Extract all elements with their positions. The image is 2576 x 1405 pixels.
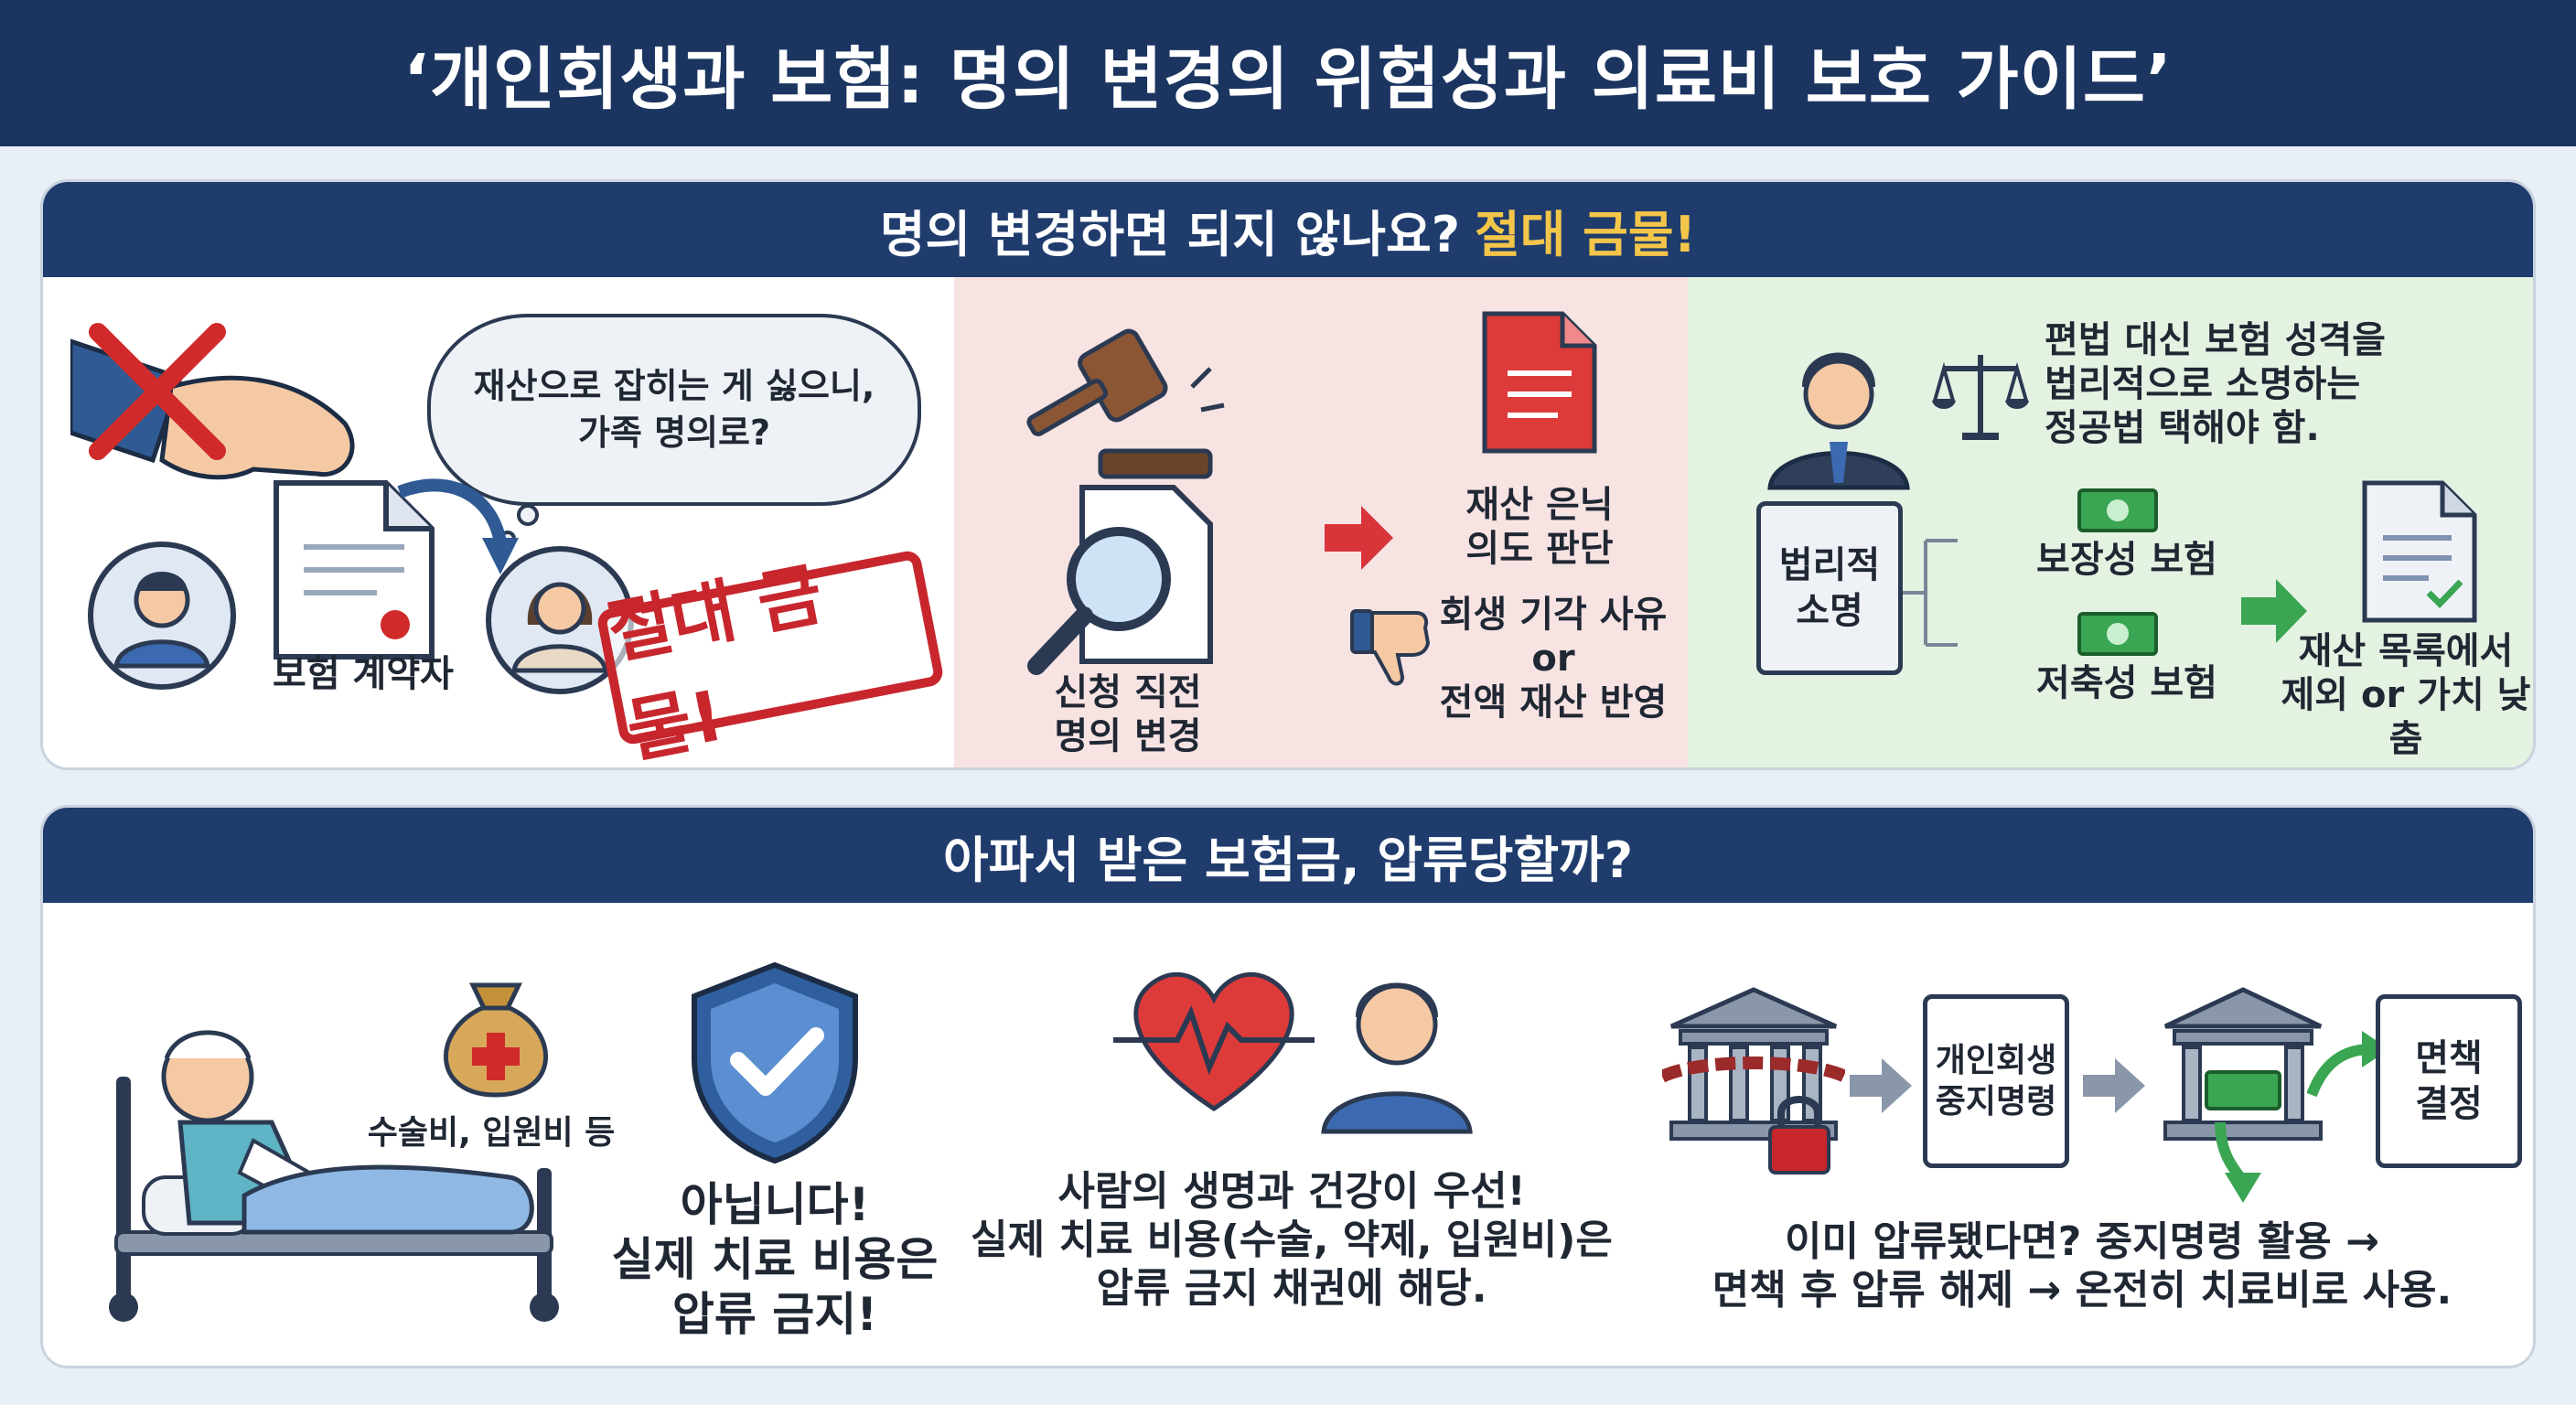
label-line: 신청 직전 <box>1054 671 1202 713</box>
money-icon <box>2077 488 2158 532</box>
doc-line: 결정 <box>2415 1083 2483 1125</box>
person-icon <box>486 546 634 694</box>
text-line: 이미 압류됐다면? 중지명령 활용 → <box>1785 1218 2379 1265</box>
money-icon <box>2077 612 2158 656</box>
document-icon <box>274 480 435 660</box>
person-icon <box>1321 982 1473 1134</box>
box-line: 법리적 <box>1778 544 1881 586</box>
protection-insurance-label: 보장성 보험 <box>2036 539 2217 581</box>
branch-connector <box>1903 539 1958 647</box>
shield-check-icon <box>692 961 858 1164</box>
advice-line: 정공법 택해야 함. <box>2045 407 2320 449</box>
bag-label: 수술비, 입원비 등 <box>367 1114 616 1152</box>
forbidden-stamp: 절대 금물! <box>595 549 946 767</box>
doc-line: 면책 <box>2415 1037 2483 1079</box>
x-mark-icon <box>89 323 226 460</box>
answer-line: 압류 금지! <box>671 1288 878 1341</box>
savings-insurance-label: 저축성 보험 <box>2036 662 2217 704</box>
label-line: 재산 은닉 <box>1465 484 1614 526</box>
contractor-label: 보험 계약자 <box>273 653 454 695</box>
label-line: 회생 기각 사유 <box>1439 594 1668 636</box>
answer-text: 아닙니다! 실제 치료 비용은 압류 금지! <box>592 1177 958 1342</box>
answer-line: 실제 치료 비용은 <box>611 1233 939 1286</box>
medical-payout-answer: 수술비, 입원비 등 아닙니다! 실제 치료 비용은 압류 금지! <box>43 903 958 1366</box>
arrow-icon <box>2241 579 2307 643</box>
seizure-panel: 아파서 받은 보험금, 압류당할까? 수술비, 입원비 등 <box>40 805 2536 1368</box>
asset-list-result: 재산 목록에서 제외 or 가치 낮춤 <box>2273 629 2533 761</box>
stay-order-document: 개인회생 중지명령 <box>1923 994 2069 1168</box>
label-line: 전액 재산 반영 <box>1439 681 1668 724</box>
arrow-icon <box>1325 506 1393 570</box>
businessman-icon <box>1767 352 1910 490</box>
section-header: 명의 변경하면 되지 않나요? 절대 금물! <box>43 182 2533 277</box>
text-line: 실제 치료 비용(수술, 약제, 입원비)은 <box>971 1216 1613 1263</box>
red-document-icon <box>1482 311 1597 454</box>
bubble-line: 재산으로 잡히는 게 싫으니, <box>473 365 875 406</box>
name-change-scenario: 재산으로 잡히는 게 싫으니, 가족 명의로? <box>43 277 954 767</box>
label-line: or <box>1531 638 1575 680</box>
thumbs-down-icon <box>1350 609 1431 686</box>
text-line: 압류 금지 채권에 해당. <box>1096 1264 1487 1312</box>
seized-guide-text: 이미 압류됐다면? 중지명령 활용 → 면책 후 압류 해제 → 온전히 치료비… <box>1626 1218 2533 1315</box>
thought-bubble: 재산으로 잡히는 게 싫으니, 가족 명의로? <box>427 314 921 506</box>
already-seized-flow: 개인회생 중지명령 면책 결정 이미 압류됐 <box>1626 903 2533 1366</box>
text-line: 면책 후 압류 해제 → 온전히 치료비로 사용. <box>1712 1266 2453 1314</box>
answer-line: 아닙니다! <box>680 1178 870 1231</box>
text-line: 사람의 생명과 건강이 우선! <box>1057 1168 1526 1215</box>
discharge-document: 면책 결정 <box>2376 994 2522 1168</box>
title-bar: ‘개인회생과 보험: 명의 변경의 위험성과 의료비 보호 가이드’ <box>0 0 2576 146</box>
section-header: 아파서 받은 보험금, 압류당할까? <box>43 808 2533 903</box>
lock-icon <box>1768 1096 1830 1174</box>
health-priority-text: 사람의 생명과 건강이 우선! 실제 치료 비용(수술, 약제, 입원비)은 압… <box>967 1168 1616 1313</box>
arrow-icon <box>1850 1058 1912 1113</box>
result-line: 재산 목록에서 <box>2298 630 2514 672</box>
advice-text: 편법 대신 보험 성격을 법리적으로 소명하는 정공법 택해야 함. <box>2045 318 2456 450</box>
arrow-icon <box>2083 1058 2145 1113</box>
gavel-icon <box>1026 328 1225 479</box>
legal-approach: 편법 대신 보험 성격을 법리적으로 소명하는 정공법 택해야 함. 법리적 소… <box>1688 277 2533 767</box>
person-icon <box>88 542 236 690</box>
dismissal-result: 회생 기각 사유 or 전액 재산 반영 <box>1421 593 1686 724</box>
doc-line: 개인회생 <box>1935 1042 2057 1079</box>
health-priority: 사람의 생명과 건강이 우선! 실제 치료 비용(수술, 약제, 입원비)은 압… <box>958 903 1626 1366</box>
label-line: 명의 변경 <box>1054 715 1202 757</box>
box-line: 소명 <box>1796 590 1863 632</box>
risk-consequence: 신청 직전 명의 변경 재산 은닉 의도 판단 회생 기각 사유 or 전액 재… <box>954 277 1688 767</box>
section-header-accent: 절대 금물! <box>1475 205 1697 263</box>
scales-icon <box>1932 355 2029 440</box>
page-title: ‘개인회생과 보험: 명의 변경의 위험성과 의료비 보호 가이드’ <box>402 39 2174 119</box>
doc-line: 중지명령 <box>1935 1083 2057 1121</box>
intent-judgement: 재산 은닉 의도 판단 <box>1411 483 1668 571</box>
name-change-panel: 명의 변경하면 되지 않나요? 절대 금물! 재산으로 잡히는 게 싫으니, 가… <box>40 179 2536 770</box>
checked-document-icon <box>2362 480 2477 623</box>
arrow-icon <box>397 478 519 574</box>
advice-line: 편법 대신 보험 성격을 <box>2045 319 2386 361</box>
legal-explanation-box: 법리적 소명 <box>1756 501 1903 675</box>
bank-icon <box>2163 987 2323 1203</box>
magnifier-icon <box>1027 485 1213 675</box>
before-label: 신청 직전 명의 변경 <box>991 670 1265 758</box>
result-line: 제외 or 가치 낮춤 <box>2281 674 2531 760</box>
label-line: 의도 판단 <box>1465 528 1614 570</box>
heart-pulse-icon <box>1113 971 1315 1112</box>
patient-bed-icon <box>109 1030 559 1322</box>
advice-line: 법리적으로 소명하는 <box>2045 363 2361 405</box>
bubble-line: 가족 명의로? <box>577 413 771 453</box>
section-header-text: 명의 변경하면 되지 않나요? <box>879 205 1461 263</box>
money-bag-icon <box>443 982 549 1098</box>
section-header-text: 아파서 받은 보험금, 압류당할까? <box>942 831 1634 889</box>
